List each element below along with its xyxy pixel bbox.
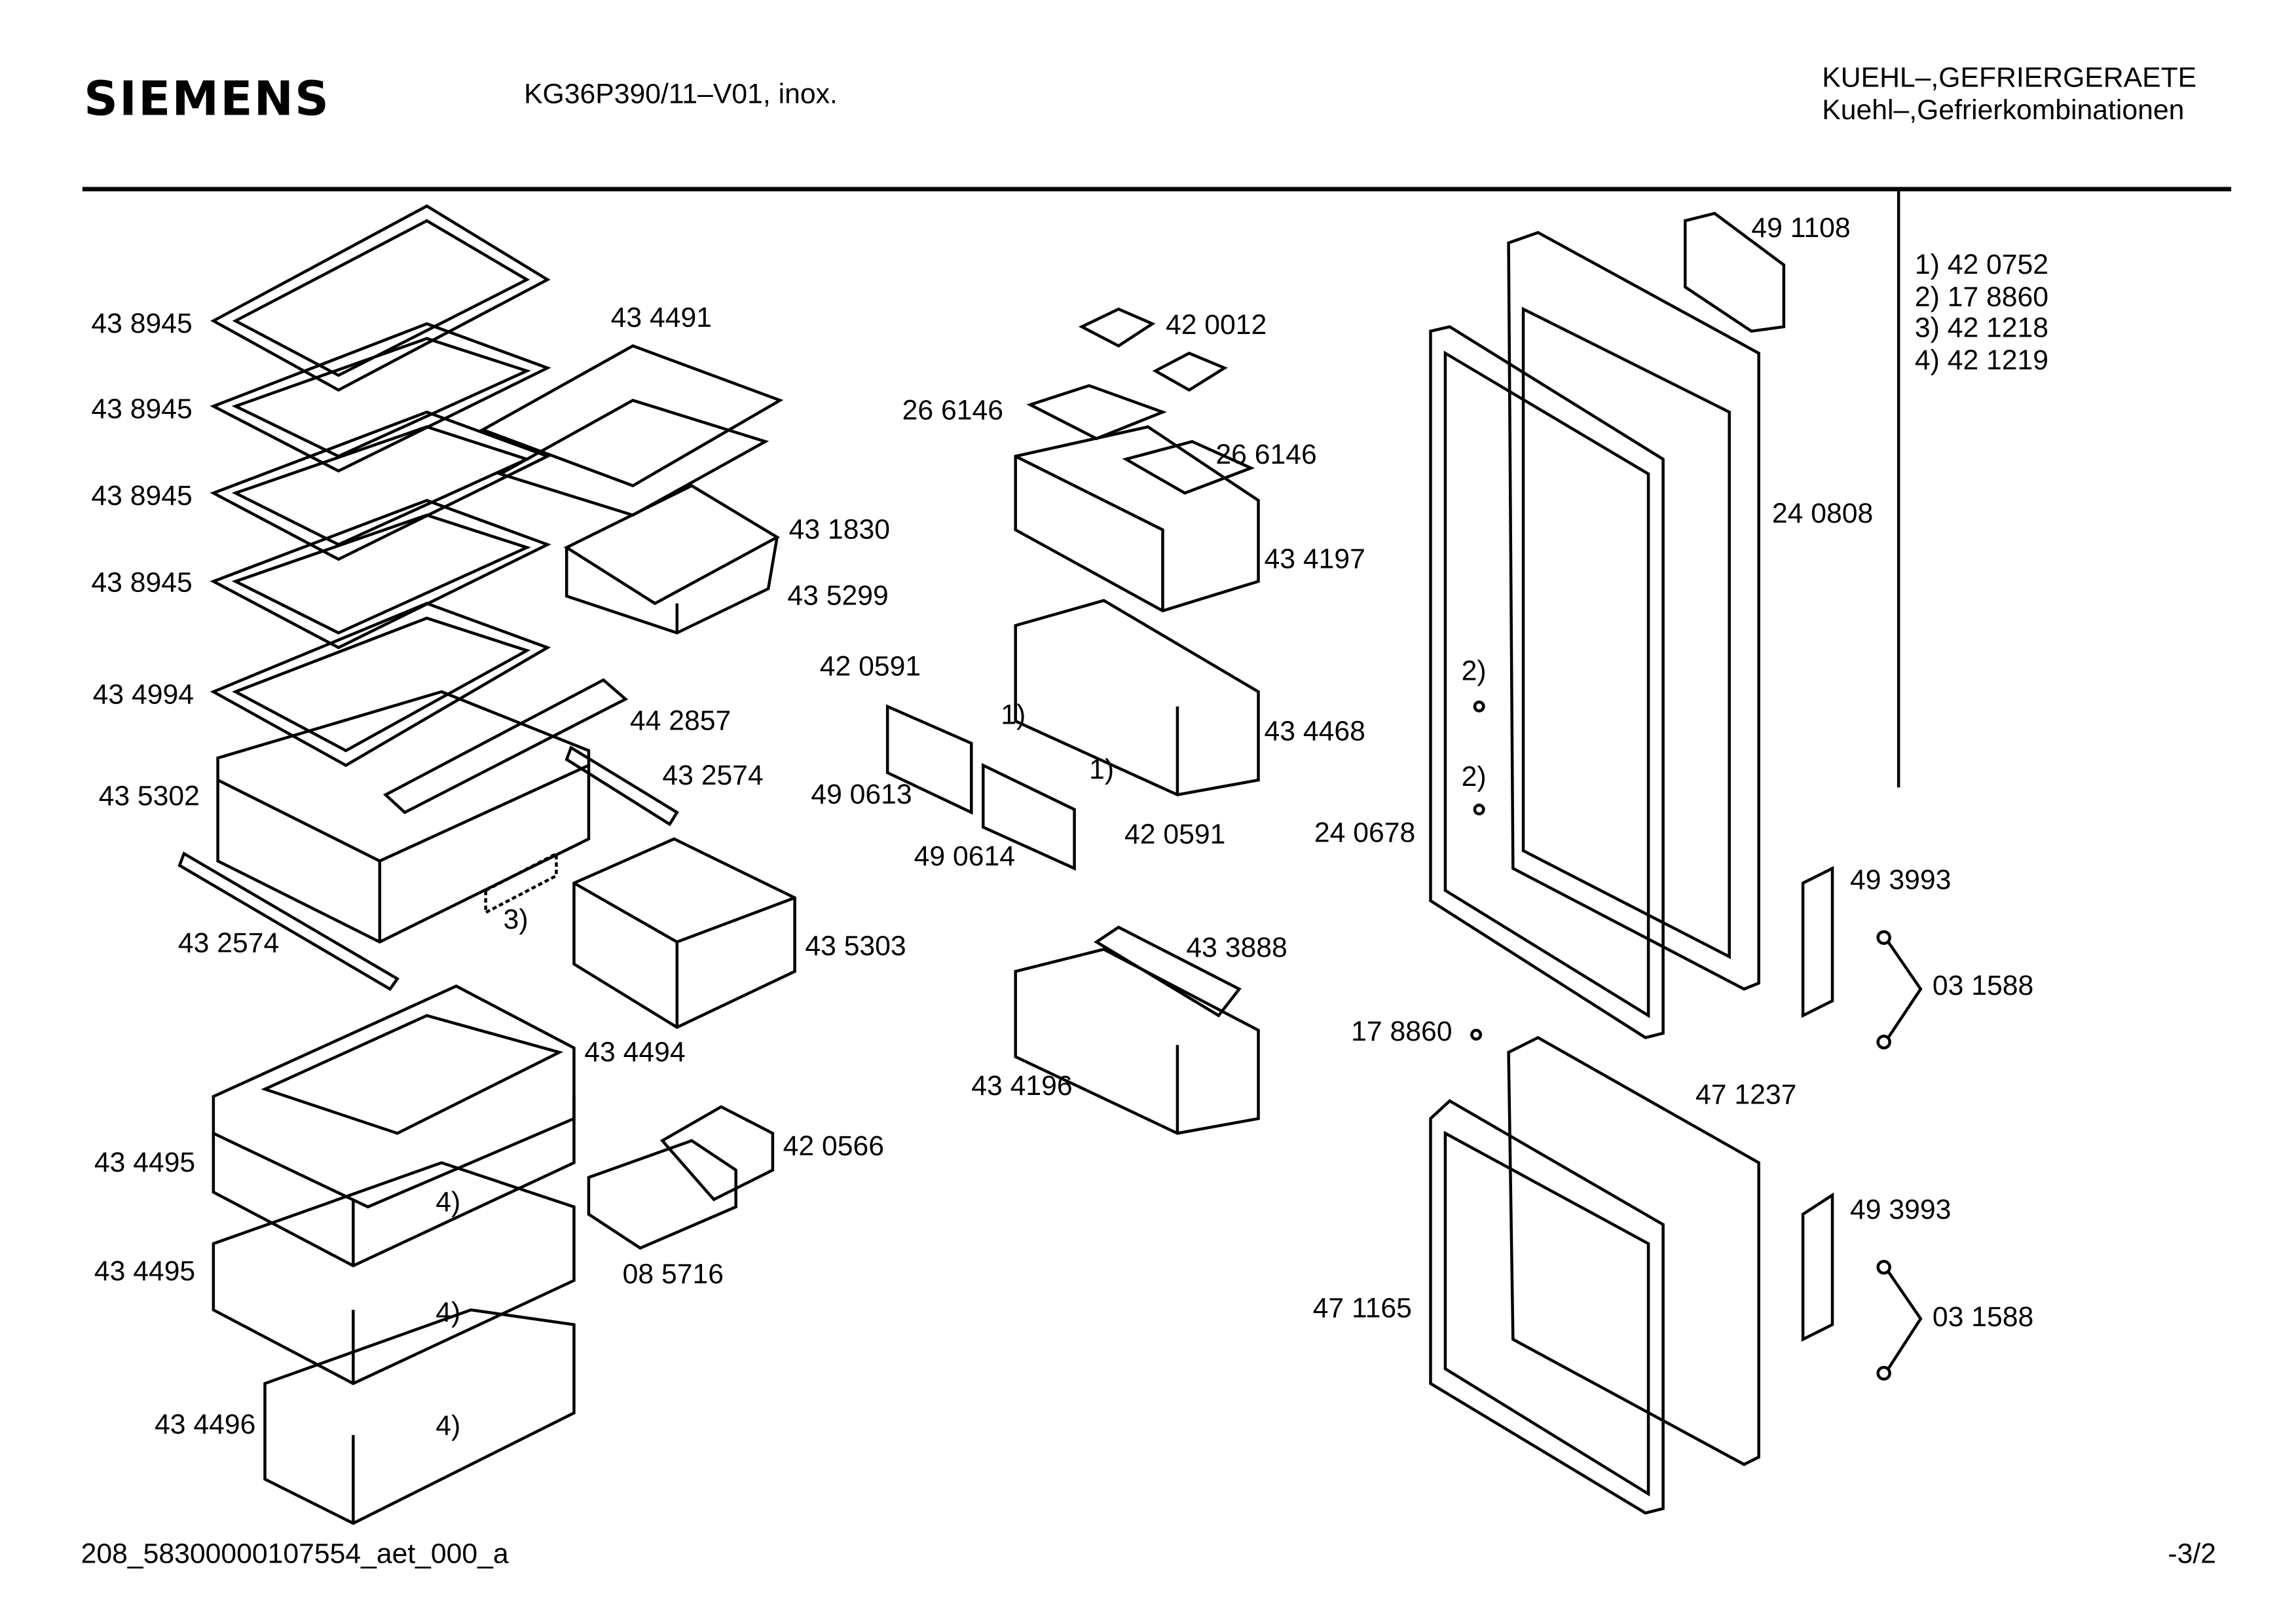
footnote-marker: 2) — [1461, 656, 1487, 688]
document-id: 208_58300000107554_aet_000_a — [81, 1539, 509, 1570]
footnote-marker: 1) — [1089, 754, 1115, 787]
footnote-marker: 4) — [435, 1411, 461, 1443]
part-label: 43 4196 — [971, 1071, 1073, 1103]
part-label: 08 5716 — [622, 1259, 724, 1291]
model-number: KG36P390/11–V01, inox. — [524, 79, 838, 111]
part-label: 17 8860 — [1351, 1016, 1453, 1048]
legend-item: 3) 42 1218 — [1914, 313, 2049, 344]
footnote-marker: 1) — [1001, 700, 1026, 732]
header-divider — [82, 187, 2232, 192]
part-label: 43 4494 — [584, 1037, 686, 1069]
part-label: 43 4495 — [94, 1257, 196, 1288]
legend-item: 2) 17 8860 — [1914, 282, 2049, 313]
part-label: 43 8945 — [91, 481, 193, 513]
part-label: 43 3888 — [1186, 933, 1287, 965]
part-label: 26 6146 — [1215, 439, 1317, 472]
part-label: 49 3993 — [1849, 865, 1952, 897]
part-label: 49 0614 — [914, 842, 1016, 873]
part-label: 43 4491 — [610, 303, 713, 335]
door-shelves — [885, 307, 1260, 1135]
part-label: 43 5299 — [787, 581, 889, 612]
part-label: 49 0613 — [811, 780, 912, 811]
footnote-marker: 2) — [1461, 762, 1487, 794]
part-label: 42 0591 — [819, 652, 921, 683]
fridge-door — [1429, 212, 1834, 1039]
part-label: 43 4495 — [94, 1147, 196, 1179]
part-label: 42 0591 — [1124, 819, 1226, 851]
part-label: 42 0566 — [783, 1132, 884, 1163]
part-label: 43 8945 — [91, 308, 193, 341]
part-label: 43 4496 — [154, 1410, 256, 1441]
part-label: 43 4468 — [1264, 716, 1365, 748]
part-label: 44 2857 — [629, 706, 731, 737]
part-label: 03 1588 — [1932, 1302, 2034, 1334]
part-label: 43 2574 — [177, 929, 280, 960]
footnote-marker: 3) — [503, 905, 528, 936]
part-label: 24 0808 — [1771, 498, 1874, 530]
footnote-legend: 1) 42 0752 2) 17 8860 3) 42 1218 4) 42 1… — [1915, 250, 2048, 377]
part-label: 49 1108 — [1751, 213, 1851, 245]
part-label: 03 1588 — [1932, 971, 2034, 1003]
freezer-door — [1429, 1035, 1834, 1515]
part-label: 42 0012 — [1165, 310, 1267, 342]
footnote-marker: 4) — [435, 1298, 461, 1329]
part-label: 43 5302 — [98, 781, 200, 813]
hinge-pins — [1470, 700, 1923, 1381]
siemens-logo: SIEMENS — [84, 70, 331, 127]
legend-divider — [1897, 189, 1900, 788]
part-label: 43 5303 — [805, 931, 906, 963]
wine-rack-and-trays — [479, 344, 796, 1029]
vegetable-drawer — [177, 678, 679, 992]
part-label: 43 8945 — [91, 394, 193, 426]
category-title: KUEHL–,GEFRIERGERAETE — [1822, 63, 2197, 94]
part-label: 47 1237 — [1695, 1080, 1797, 1111]
part-label: 43 2574 — [662, 760, 764, 792]
part-label: 43 8945 — [91, 568, 193, 599]
part-label: 43 4994 — [92, 680, 194, 711]
legend-item: 1) 42 0752 — [1914, 250, 2049, 282]
page-number: -3/2 — [2168, 1539, 2217, 1570]
part-label: 49 3993 — [1849, 1195, 1952, 1227]
part-label: 47 1165 — [1312, 1293, 1412, 1325]
legend-item: 4) 42 1219 — [1914, 345, 2049, 377]
part-label: 26 6146 — [902, 396, 1004, 427]
subcategory-title: Kuehl–,Gefrierkombinationen — [1822, 96, 2185, 127]
part-label: 43 4197 — [1264, 544, 1365, 576]
part-label: 43 1830 — [788, 515, 890, 546]
freezer-drawers — [212, 984, 775, 1525]
part-label: 24 0678 — [1314, 818, 1416, 849]
footnote-marker: 4) — [435, 1187, 461, 1219]
glass-shelves — [210, 204, 551, 768]
